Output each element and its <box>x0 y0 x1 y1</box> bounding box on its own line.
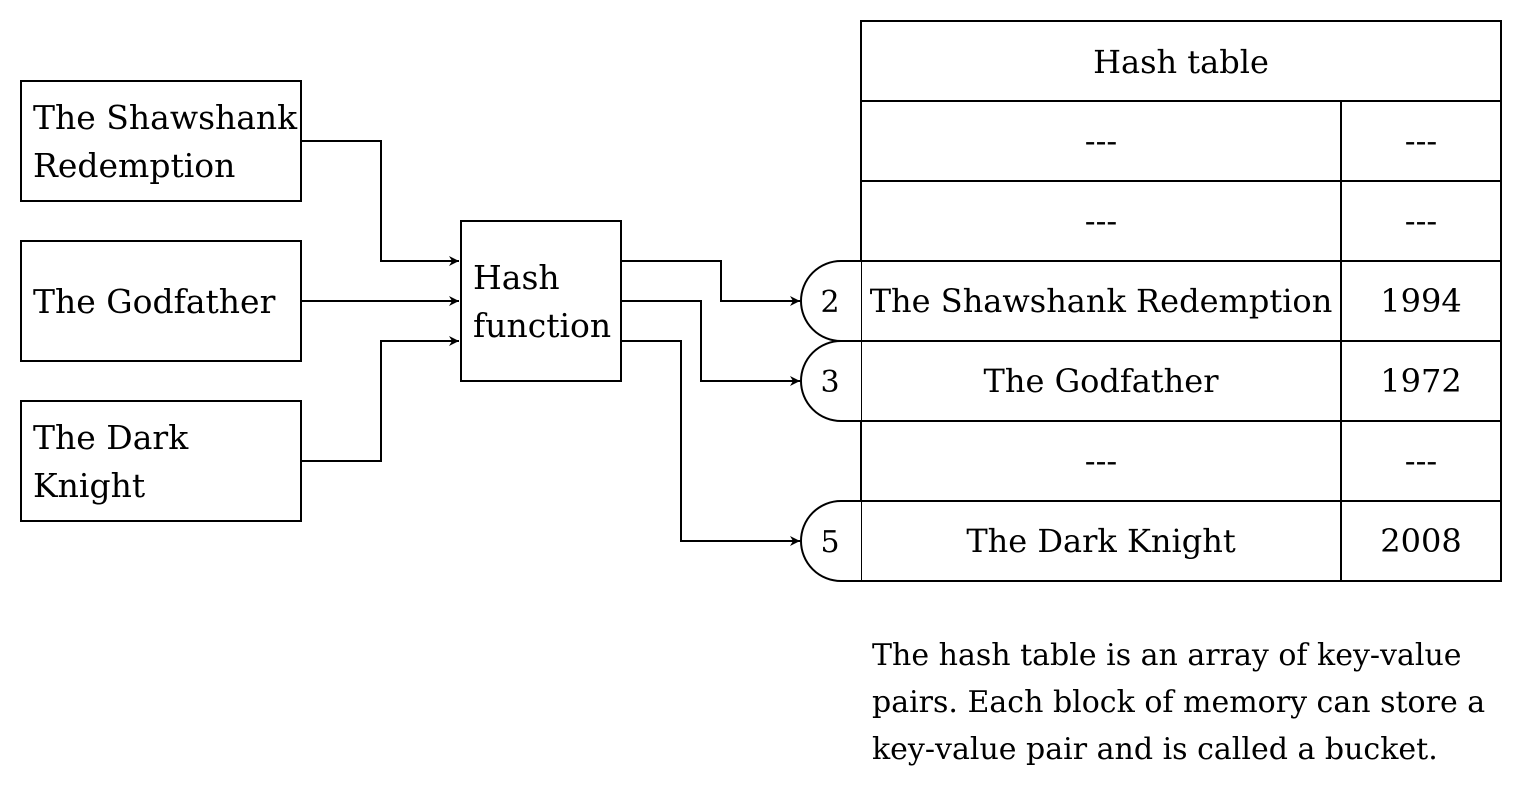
bucket-row: --- --- <box>1085 122 1437 160</box>
hash-function-label-line2: function <box>473 306 611 345</box>
bucket-index-tab-2: 2 <box>800 260 861 342</box>
bucket-value: 1994 <box>1380 282 1461 320</box>
key-label-line1: The Godfather <box>33 282 276 321</box>
arrow-dark-knight-to-hash <box>301 336 459 462</box>
bucket-index: 5 <box>820 525 839 560</box>
bucket-value: --- <box>1405 442 1437 480</box>
bucket-value: 1972 <box>1380 362 1461 400</box>
bucket-key: --- <box>1085 202 1117 240</box>
key-label-line2: Redemption <box>33 146 235 185</box>
bucket-key: --- <box>1085 122 1117 160</box>
bucket-row: The Dark Knight 2008 <box>966 522 1461 560</box>
key-box-shawshank: The Shawshank Redemption <box>20 80 302 202</box>
key-box-dark-knight: The Dark Knight <box>20 400 302 522</box>
hash-table-title: Hash table <box>1093 43 1269 81</box>
bucket-key: The Shawshank Redemption <box>870 282 1333 320</box>
bucket-row: --- --- <box>1085 442 1437 480</box>
hash-table: Hash table --- --- --- --- The Shawshank… <box>860 20 1502 582</box>
arrow-shawshank-to-hash <box>301 140 459 266</box>
bucket-index-tab-3: 3 <box>800 340 861 422</box>
key-label-line1: The Dark <box>33 418 189 457</box>
bucket-value: --- <box>1405 122 1437 160</box>
bucket-row: The Shawshank Redemption 1994 <box>870 282 1462 320</box>
bucket-value: --- <box>1405 202 1437 240</box>
bucket-row: The Godfather 1972 <box>984 362 1462 400</box>
arrow-hash-to-bucket-3 <box>621 300 800 386</box>
diagram-caption: The hash table is an array of key-value … <box>872 638 1486 767</box>
arrow-hash-to-bucket-5 <box>621 340 800 546</box>
bucket-key: --- <box>1085 442 1117 480</box>
bucket-index: 2 <box>820 285 839 320</box>
bucket-row: --- --- <box>1085 202 1437 240</box>
hash-function-box: Hash function <box>460 220 622 382</box>
bucket-index: 3 <box>820 365 839 400</box>
bucket-key: The Dark Knight <box>966 522 1236 560</box>
key-label-line2: Knight <box>33 466 145 505</box>
bucket-key: The Godfather <box>984 362 1220 400</box>
key-box-godfather: The Godfather <box>20 240 302 362</box>
key-label-line1: The Shawshank <box>33 98 298 137</box>
bucket-value: 2008 <box>1380 522 1461 560</box>
bucket-index-tab-5: 5 <box>800 500 861 582</box>
arrow-hash-to-bucket-2 <box>621 260 800 306</box>
hash-function-label-line1: Hash <box>473 258 560 297</box>
